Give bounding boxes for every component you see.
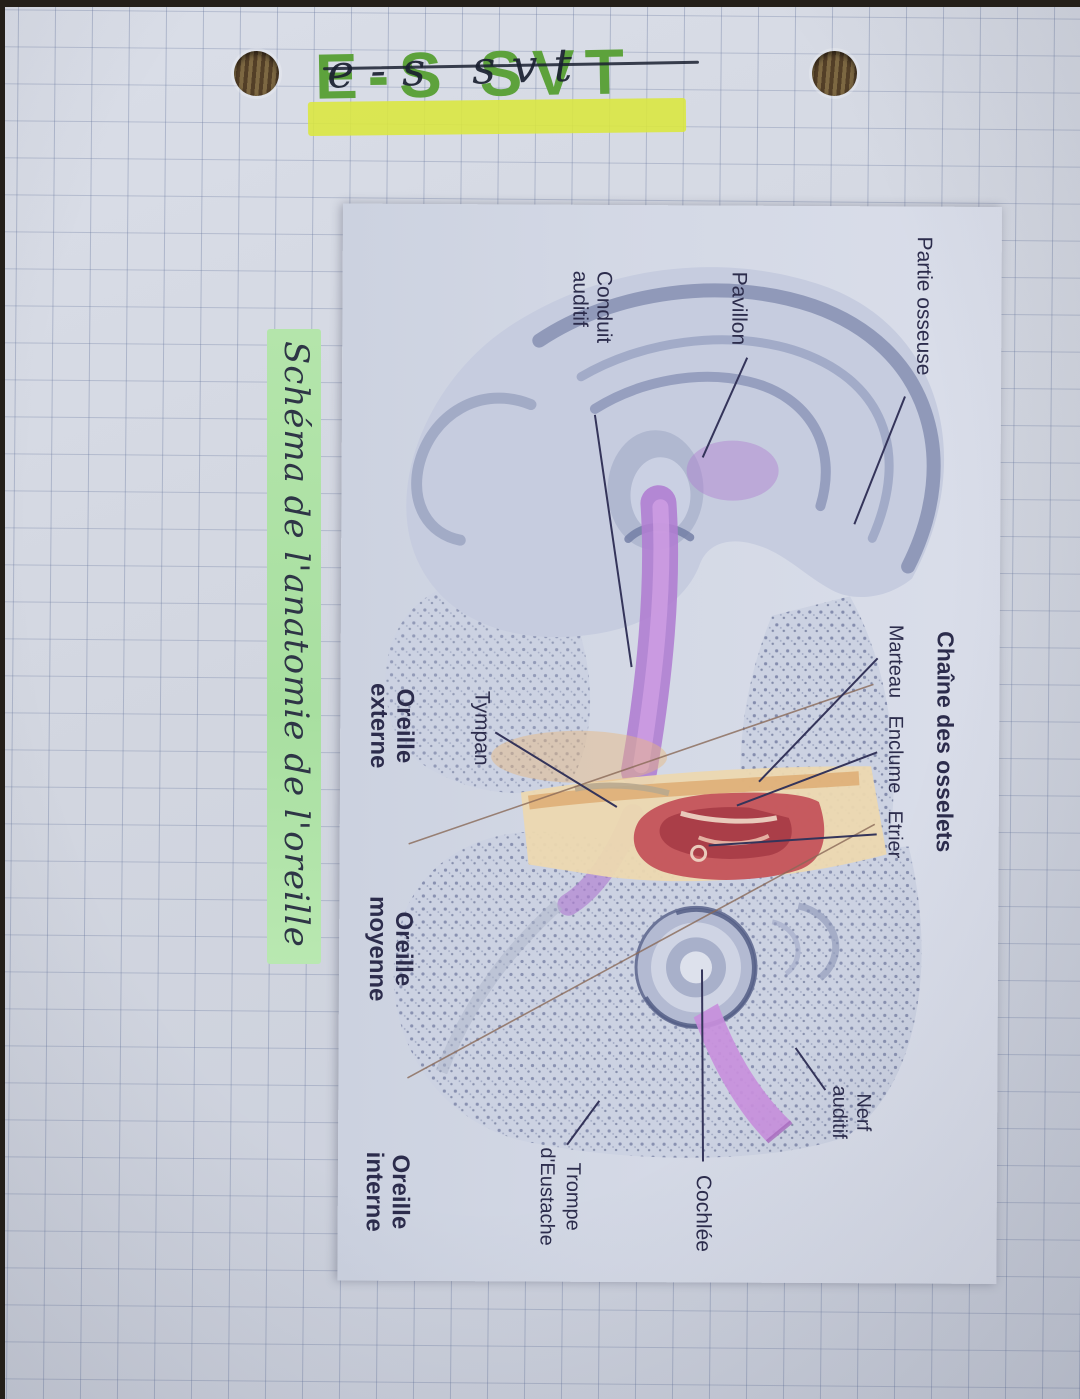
eustachian-tube [435, 900, 563, 1075]
ear-diagram-svg: Partie osseuse Pavillon Conduit auditif … [361, 237, 959, 1253]
leader-trompe-eustache [566, 1100, 601, 1146]
label-oreille-interne-line2: interne [361, 1152, 388, 1232]
subtitle-text: Schéma de l'anatomie de l'oreille [267, 329, 321, 964]
label-oreille-moyenne-line1: Oreille [390, 911, 417, 986]
ossicles-malleus-incus-stapes [574, 782, 825, 880]
label-oreille-externe-line2: externe [365, 683, 392, 769]
leader-conduit-auditif [593, 414, 633, 668]
leader-marteau [758, 657, 879, 783]
label-oreille-moyenne-line2: moyenne [364, 896, 392, 1002]
handwritten-subtitle: Schéma de l'anatomie de l'oreille [250, 329, 338, 964]
leader-tympan [494, 731, 618, 808]
leader-partie-osseuse [853, 396, 906, 525]
label-conduit-line1: Conduit [592, 271, 615, 344]
label-enclume: Enclume [884, 715, 906, 793]
label-pavillon: Pavillon [727, 272, 750, 346]
label-tympan: Tympan [470, 691, 493, 766]
label-chaine-des-osselets: Chaîne des osselets [932, 631, 959, 852]
leader-pavillon [701, 357, 749, 458]
graph-paper-page: E-S SVT e-s svt Schéma de l'anatomie de … [5, 7, 1080, 1399]
diagram-labels: Partie osseuse Pavillon Conduit auditif … [361, 237, 959, 1253]
region-separator-lines [407, 683, 876, 1079]
label-trompe-line2: d'Eustache [536, 1147, 559, 1245]
auditory-nerve [693, 1003, 793, 1144]
leader-etrier [708, 833, 877, 847]
label-partie-osseuse: Partie osseuse [912, 237, 936, 376]
punch-hole-right [812, 51, 857, 96]
label-nerf-auditif-line2: auditif [828, 1085, 850, 1139]
label-trompe-line1: Trompe [562, 1163, 584, 1231]
label-oreille-externe-line1: Oreille [391, 688, 418, 763]
label-oreille-interne-line1: Oreille [387, 1154, 414, 1229]
label-etrier: Etrier [884, 810, 906, 858]
label-cochlee: Cochlée [692, 1175, 715, 1252]
punch-hole-left [234, 51, 279, 96]
leader-enclume [736, 751, 878, 807]
label-leader-lines [494, 357, 906, 1162]
leader-cochlee [701, 969, 704, 1162]
label-marteau: Marteau [884, 625, 906, 698]
leader-nerf-auditif [794, 1047, 827, 1091]
label-conduit-line2: auditif [568, 271, 591, 327]
label-nerf-auditif-line1: Nerf [852, 1093, 874, 1131]
ear-anatomy-print: Partie osseuse Pavillon Conduit auditif … [337, 203, 1003, 1284]
